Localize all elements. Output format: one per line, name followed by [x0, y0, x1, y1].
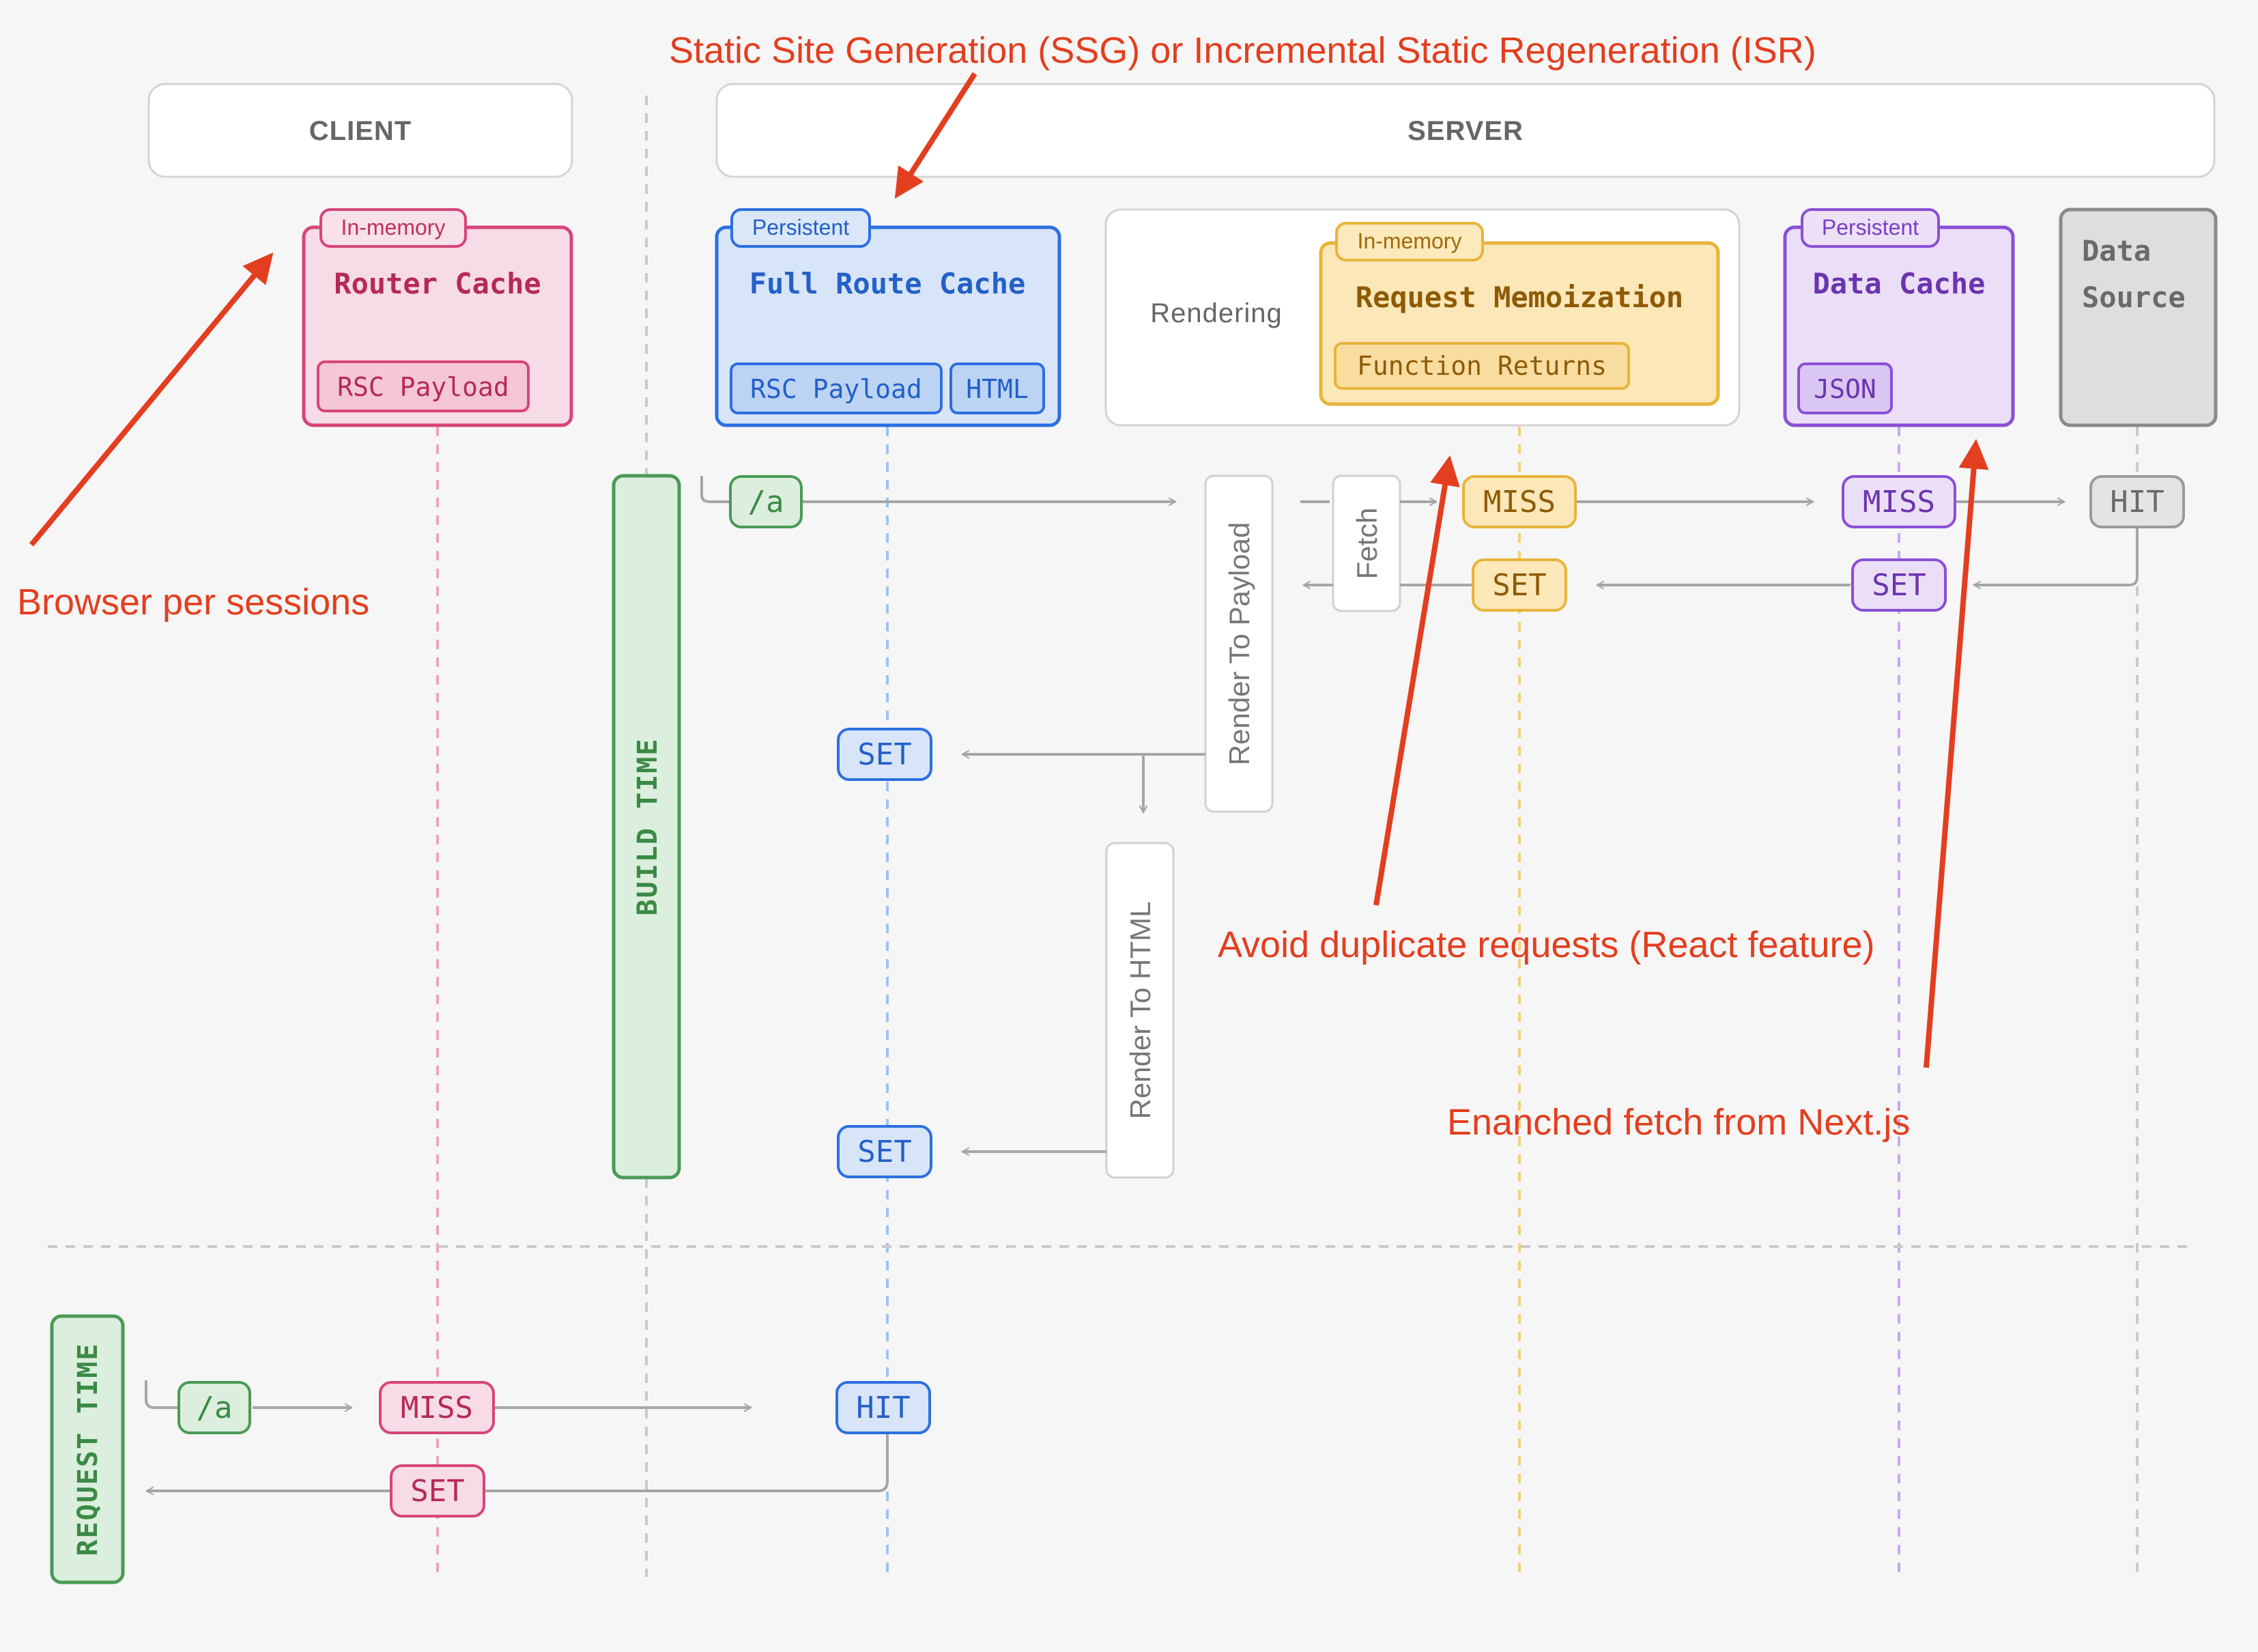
router-rsc-payload: RSC Payload	[337, 372, 509, 402]
memo-function-returns: Function Returns	[1357, 351, 1607, 381]
render-to-payload-step: Render To Payload	[1204, 474, 1274, 813]
full-route-cache-box: Persistent Full Route Cache RSC Payload …	[715, 208, 1061, 427]
data-source-hit-tag: HIT	[2089, 475, 2185, 528]
render-to-html-label: Render To HTML	[1124, 901, 1156, 1119]
router-set-tag: SET	[390, 1464, 485, 1518]
data-cache-set-tag: SET	[1851, 558, 1947, 612]
annotations: Static Site Generation (SSG) or Incremen…	[17, 30, 1989, 1143]
memo-set-tag: SET	[1472, 558, 1567, 612]
arrow-req-route-hook	[145, 1380, 177, 1409]
annotation-ssg-isr: Static Site Generation (SSG) or Incremen…	[669, 30, 1816, 71]
data-cache-box: Persistent Data Cache JSON	[1783, 208, 2015, 427]
render-to-html-step: Render To HTML	[1105, 842, 1175, 1179]
rendering-label: Rendering	[1150, 298, 1283, 328]
memo-tab: In-memory	[1358, 229, 1462, 253]
svg-text:/a: /a	[748, 485, 784, 519]
arrow-source-set-return	[1972, 526, 2139, 590]
build-route-tag: /a	[729, 475, 803, 528]
svg-text:MISS: MISS	[1863, 485, 1935, 519]
svg-text:SET: SET	[857, 737, 911, 772]
svg-text:SET: SET	[857, 1135, 911, 1169]
data-source-title-1: Data	[2082, 234, 2151, 268]
annotation-dedupe: Avoid duplicate requests (React feature)	[1218, 924, 1875, 965]
fetch-step: Fetch	[1332, 474, 1401, 612]
annotation-browser-arrow	[29, 252, 274, 547]
annotation-next-fetch: Enanched fetch from Next.js	[1447, 1102, 1910, 1143]
full-route-hit-tag: HIT	[835, 1381, 931, 1434]
rendering-box: Rendering In-memory Request Memoization …	[1104, 208, 1741, 427]
render-to-payload-label: Render To Payload	[1223, 522, 1255, 765]
full-route-cache-title: Full Route Cache	[749, 267, 1026, 300]
data-cache-title: Data Cache	[1813, 267, 1986, 300]
client-header: CLIENT	[147, 83, 573, 178]
full-route-set-html-tag: SET	[837, 1125, 932, 1178]
full-route-cache-tab: Persistent	[752, 215, 849, 240]
fetch-label: Fetch	[1351, 507, 1383, 579]
router-cache-box: In-memory Router Cache RSC Payload	[302, 208, 573, 427]
server-header-label: SERVER	[1407, 116, 1524, 146]
data-cache-tab: Persistent	[1822, 215, 1919, 240]
build-time-label: BUILD TIME	[632, 738, 663, 916]
router-cache-tab: In-memory	[341, 215, 446, 240]
request-route-tag: /a	[177, 1381, 251, 1434]
memo-title: Request Memoization	[1356, 281, 1683, 314]
full-route-rsc-payload: RSC Payload	[750, 374, 922, 404]
svg-text:HIT: HIT	[2110, 485, 2164, 519]
arrow-hit-return-corner	[485, 1432, 889, 1492]
router-miss-tag: MISS	[379, 1381, 495, 1434]
data-cache-json: JSON	[1814, 374, 1876, 404]
svg-text:/a: /a	[197, 1391, 233, 1425]
router-cache-title: Router Cache	[334, 267, 541, 300]
svg-text:MISS: MISS	[1483, 485, 1556, 519]
flow-arrows	[145, 476, 2139, 1496]
annotation-ssg-arrow	[894, 72, 977, 199]
tags: /a MISS MISS HIT SET SET SET	[177, 475, 2185, 1518]
svg-text:SET: SET	[1872, 568, 1926, 603]
annotation-browser: Browser per sessions	[17, 582, 369, 623]
arrow-build-route-hook	[700, 476, 729, 503]
data-source-box: Data Source	[2059, 208, 2218, 427]
build-time-bar: BUILD TIME	[612, 474, 681, 1180]
data-source-title-2: Source	[2082, 281, 2186, 314]
server-header: SERVER	[715, 83, 2216, 178]
svg-text:HIT: HIT	[856, 1391, 910, 1425]
full-route-html: HTML	[966, 374, 1029, 404]
data-cache-miss-tag: MISS	[1842, 475, 1956, 528]
request-time-bar: REQUEST TIME	[50, 1314, 125, 1584]
annotation-next-fetch-arrow	[1924, 438, 1989, 1068]
svg-text:SET: SET	[410, 1474, 464, 1509]
client-header-label: CLIENT	[309, 116, 412, 146]
memo-miss-tag: MISS	[1462, 475, 1577, 528]
annotation-dedupe-arrow	[1373, 455, 1460, 906]
svg-text:SET: SET	[1492, 568, 1546, 603]
svg-text:MISS: MISS	[401, 1391, 473, 1425]
full-route-set-payload-tag: SET	[837, 728, 932, 781]
request-time-label: REQUEST TIME	[72, 1343, 104, 1556]
